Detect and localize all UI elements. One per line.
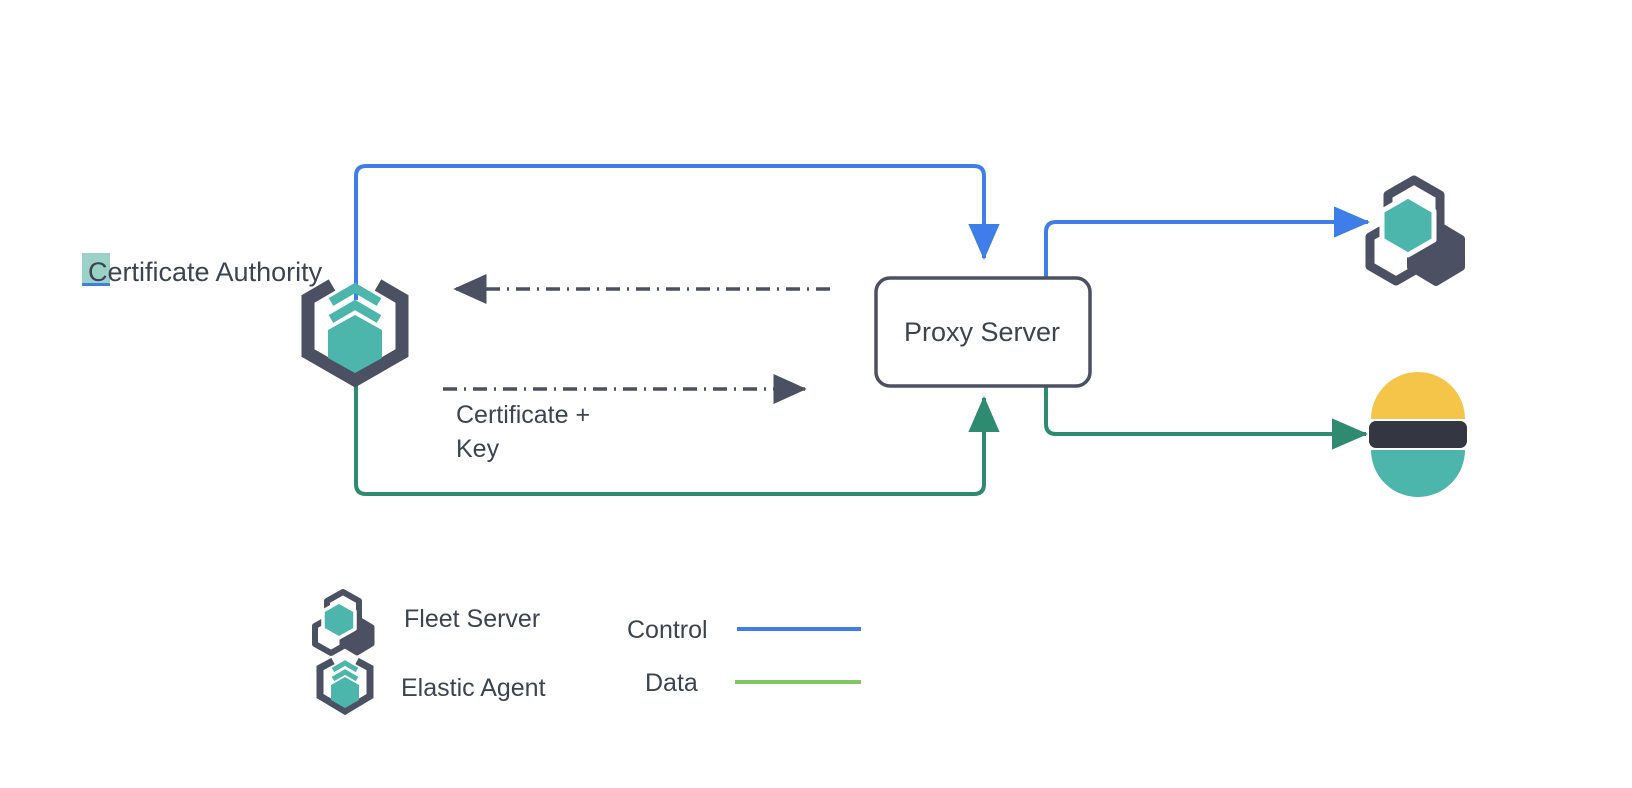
- node-certificate-authority[interactable]: Certificate Authority: [82, 253, 409, 388]
- legend-label-elastic-agent: Elastic Agent: [401, 674, 546, 702]
- certificate-authority-highlight: [82, 253, 110, 285]
- data-path-agent-proxy: [354, 378, 1000, 496]
- fleet-server-icon: [312, 589, 375, 656]
- legend-label-data: Data: [645, 669, 698, 697]
- legend-item-control[interactable]: Control: [627, 616, 861, 644]
- edge-control-agent-to-proxy[interactable]: [354, 164, 1000, 300]
- node-proxy-server[interactable]: Proxy Server: [874, 276, 1092, 388]
- legend-item-data[interactable]: Data: [645, 669, 861, 697]
- data-path-proxy-elasticsearch: [1044, 382, 1368, 450]
- node-fleet-server[interactable]: [1365, 175, 1465, 286]
- edge-label-certificate-key-line2: Key: [456, 435, 500, 463]
- control-path-agent-proxy: [354, 164, 1000, 300]
- legend-label-control: Control: [627, 616, 708, 644]
- edge-ca-to-proxy-dashdot[interactable]: Certificate + Key: [443, 373, 807, 463]
- edge-data-agent-to-proxy[interactable]: [354, 378, 1000, 496]
- legend-item-elastic-agent[interactable]: Elastic Agent: [316, 657, 546, 716]
- control-path-proxy-fleet: [1044, 206, 1370, 278]
- legend-label-fleet-server: Fleet Server: [404, 605, 540, 633]
- node-elasticsearch[interactable]: [1369, 372, 1467, 497]
- edge-data-proxy-to-elasticsearch[interactable]: [1044, 382, 1368, 450]
- node-label-proxy-server: Proxy Server: [904, 317, 1060, 347]
- legend-item-fleet-server[interactable]: Fleet Server: [312, 589, 540, 656]
- proxy-server-box: [874, 276, 1092, 388]
- elastic-agent-icon: [301, 279, 409, 388]
- fleet-server-icon: [1365, 175, 1465, 286]
- edge-label-certificate-key-line1: Certificate +: [456, 401, 590, 429]
- edge-control-proxy-to-fleet[interactable]: [1044, 206, 1370, 278]
- elastic-agent-icon: [316, 657, 374, 716]
- elasticsearch-icon: [1369, 372, 1467, 497]
- node-label-certificate-authority: Certificate Authority: [88, 257, 323, 287]
- certificate-authority-underline: [82, 283, 110, 286]
- legend: Fleet Server Elastic Agent Control Data: [312, 589, 861, 716]
